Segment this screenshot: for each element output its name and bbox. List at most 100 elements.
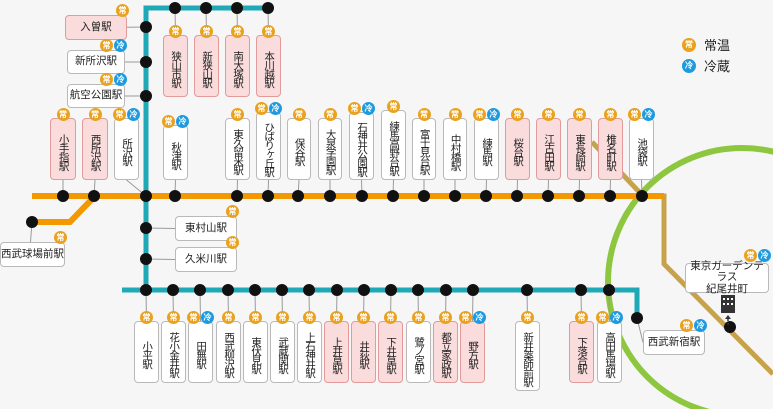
station-dot[interactable] bbox=[26, 216, 38, 228]
station-dot[interactable] bbox=[356, 190, 368, 202]
station-dot[interactable] bbox=[140, 222, 152, 234]
station-dot[interactable] bbox=[542, 190, 554, 202]
station-dot[interactable] bbox=[604, 190, 616, 202]
station-box[interactable]: 都立家政駅 bbox=[433, 321, 458, 383]
station-dot[interactable] bbox=[194, 284, 206, 296]
station-dot[interactable] bbox=[303, 284, 315, 296]
station-dot[interactable] bbox=[521, 284, 533, 296]
station-dot[interactable] bbox=[573, 190, 585, 202]
station-dot[interactable] bbox=[467, 284, 479, 296]
station-box[interactable]: 桜台駅 bbox=[505, 118, 530, 180]
station-dot[interactable] bbox=[292, 190, 304, 202]
station-box[interactable]: 南大塚駅 bbox=[225, 35, 250, 97]
station-dot[interactable] bbox=[480, 190, 492, 202]
station-box[interactable]: 武蔵関駅 bbox=[270, 321, 295, 383]
station-box[interactable]: 上石神井駅 bbox=[297, 321, 322, 383]
station-dot[interactable] bbox=[387, 190, 399, 202]
station-dot[interactable] bbox=[440, 284, 452, 296]
station-box[interactable]: 中村橋駅 bbox=[443, 118, 467, 180]
station-box[interactable]: 新所沢駅 bbox=[67, 50, 125, 74]
station-name: 田無駅 bbox=[195, 341, 208, 368]
station-box[interactable]: 本川越駅 bbox=[256, 35, 281, 97]
station-dot[interactable] bbox=[231, 190, 243, 202]
station-box[interactable]: 西武球場前駅 bbox=[0, 242, 65, 267]
station-dot[interactable] bbox=[140, 190, 152, 202]
station-dot[interactable] bbox=[222, 284, 234, 296]
station-box[interactable]: ひばりヶ丘駅 bbox=[256, 112, 281, 180]
storage-badges: 常冷 bbox=[100, 73, 127, 86]
station-box[interactable]: 石神井公園駅 bbox=[349, 112, 374, 180]
station-box[interactable]: 高田馬場駅 bbox=[597, 321, 622, 383]
regular-badge-icon: 常 bbox=[249, 311, 262, 324]
station-box[interactable]: 東長崎駅 bbox=[567, 118, 592, 180]
station-box[interactable]: 西武柳沢駅 bbox=[216, 321, 241, 383]
station-dot[interactable] bbox=[249, 284, 261, 296]
station-box[interactable]: 所沢駅 bbox=[114, 118, 139, 180]
station-box[interactable]: 保谷駅 bbox=[287, 118, 311, 180]
station-box[interactable]: 練馬駅 bbox=[474, 118, 499, 180]
station-dot[interactable] bbox=[231, 2, 243, 14]
station-dot[interactable] bbox=[140, 284, 152, 296]
station-box[interactable]: 入曽駅 bbox=[65, 15, 127, 40]
storage-badges: 常 bbox=[54, 231, 67, 244]
station-dot[interactable] bbox=[603, 284, 615, 296]
station-dot[interactable] bbox=[167, 284, 179, 296]
regular-badge-icon: 常 bbox=[140, 311, 153, 324]
station-box[interactable]: 西所沢駅 bbox=[82, 118, 108, 180]
station-dot[interactable] bbox=[262, 2, 274, 14]
station-dot[interactable] bbox=[331, 284, 343, 296]
station-box[interactable]: 田無駅 bbox=[188, 321, 213, 383]
station-dot[interactable] bbox=[140, 90, 152, 102]
station-dot[interactable] bbox=[169, 190, 181, 202]
storage-badges: 常冷 bbox=[628, 108, 655, 121]
station-box[interactable]: 東伏見駅 bbox=[243, 321, 268, 383]
station-box[interactable]: 鷺ノ宮駅 bbox=[406, 321, 431, 383]
station-box[interactable]: 下井草駅 bbox=[378, 321, 403, 383]
station-box[interactable]: 小手指駅 bbox=[50, 118, 76, 180]
station-dot[interactable] bbox=[57, 190, 69, 202]
station-name: 航空公園駅 bbox=[69, 89, 123, 102]
station-box[interactable]: 江古田駅 bbox=[536, 118, 561, 180]
station-dot[interactable] bbox=[200, 2, 212, 14]
station-box[interactable]: 大泉学園駅 bbox=[318, 118, 342, 180]
station-box[interactable]: 新狭山駅 bbox=[194, 35, 219, 97]
station-box[interactable]: 小平駅 bbox=[134, 321, 159, 383]
station-dot[interactable] bbox=[385, 284, 397, 296]
station-dot[interactable] bbox=[412, 284, 424, 296]
station-dot[interactable] bbox=[169, 2, 181, 14]
station-dot[interactable] bbox=[276, 284, 288, 296]
regular-badge-icon: 常 bbox=[276, 311, 289, 324]
station-box[interactable]: 新井薬師前駅 bbox=[515, 321, 540, 391]
station-dot[interactable] bbox=[324, 190, 336, 202]
station-box[interactable]: 上井草駅 bbox=[324, 321, 349, 383]
station-box[interactable]: 久米川駅 bbox=[175, 247, 237, 272]
station-dot[interactable] bbox=[140, 56, 152, 68]
station-dot[interactable] bbox=[511, 190, 523, 202]
station-box[interactable]: 東京ガーデンテラス 紀尾井町 bbox=[685, 260, 769, 294]
station-box[interactable]: 花小金井駅 bbox=[161, 321, 186, 383]
station-box[interactable]: 練馬高野台駅 bbox=[381, 110, 406, 180]
station-box[interactable]: 池袋駅 bbox=[629, 118, 654, 180]
station-dot[interactable] bbox=[418, 190, 430, 202]
station-box[interactable]: 航空公園駅 bbox=[67, 84, 125, 108]
station-dot[interactable] bbox=[449, 190, 461, 202]
station-box[interactable]: 椎名町駅 bbox=[598, 118, 623, 180]
station-dot[interactable] bbox=[631, 312, 643, 324]
station-box[interactable]: 狭山市駅 bbox=[163, 35, 188, 97]
station-box[interactable]: 西武新宿駅 bbox=[643, 330, 705, 355]
station-box[interactable]: 富士見台駅 bbox=[412, 118, 436, 180]
station-box[interactable]: 東村山駅 bbox=[175, 216, 237, 241]
station-box[interactable]: 下落合駅 bbox=[569, 321, 594, 383]
station-dot[interactable] bbox=[724, 321, 736, 333]
station-box[interactable]: 井荻駅 bbox=[351, 321, 376, 383]
station-dot[interactable] bbox=[140, 21, 152, 33]
station-box[interactable]: 秋津駅 bbox=[163, 125, 188, 180]
station-box[interactable]: 野方駅 bbox=[460, 321, 485, 383]
station-dot[interactable] bbox=[358, 284, 370, 296]
station-dot[interactable] bbox=[636, 190, 648, 202]
station-box[interactable]: 東久留米駅 bbox=[225, 118, 250, 180]
station-dot[interactable] bbox=[140, 253, 152, 265]
station-dot[interactable] bbox=[575, 284, 587, 296]
station-dot[interactable] bbox=[262, 190, 274, 202]
station-dot[interactable] bbox=[88, 190, 100, 202]
